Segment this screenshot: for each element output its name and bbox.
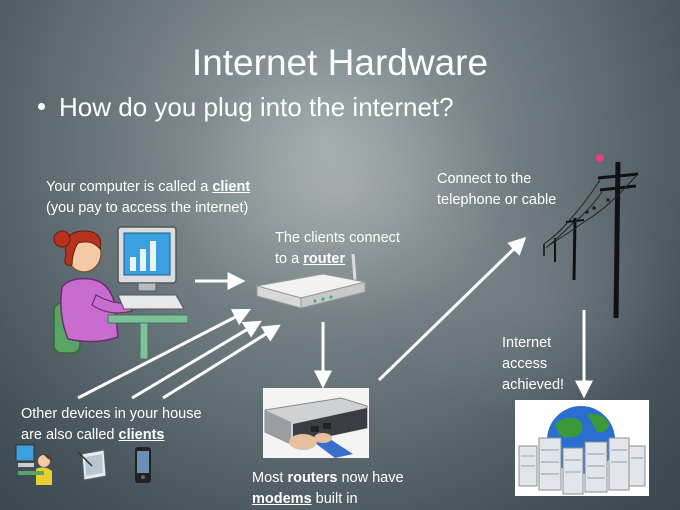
modem-to-pole-arrow <box>377 236 527 382</box>
internet-caption-line1: Internet <box>502 335 552 351</box>
devices-caption: Other devices in your house are also cal… <box>21 404 202 446</box>
router-caption-line1: The clients connect <box>275 230 400 246</box>
telephone-caption-line2: telephone or cable <box>437 192 557 208</box>
client-caption-line2: (you pay to access the internet) <box>46 200 249 216</box>
server-globe-icon <box>515 400 649 496</box>
devices-caption-line1: Other devices in your house <box>21 406 202 422</box>
internet-caption-line3: achieved! <box>502 377 565 393</box>
tablet-icon <box>77 449 107 481</box>
internet-caption: Internet access achieved! <box>502 333 564 396</box>
slide-bullet: How do you plug into the internet? <box>38 92 454 123</box>
modems-term: modems <box>252 491 312 507</box>
device-arrow-1 <box>77 308 252 400</box>
device-arrow-2 <box>131 320 262 400</box>
modem-caption-line2: modems built in <box>252 489 404 510</box>
person-at-computer-icon <box>53 226 188 360</box>
router-term: router <box>303 251 346 267</box>
client-caption: Your computer is called a client (you pa… <box>46 177 250 219</box>
devices-caption-text: are also called <box>21 427 119 443</box>
telephone-caption-line1: Connect to the <box>437 171 532 187</box>
router-caption: The clients connect to a router <box>275 228 400 270</box>
bullet-dot <box>38 102 45 110</box>
telephone-caption: Connect to the telephone or cable <box>437 169 556 211</box>
router-caption-line2: to a router <box>275 249 400 270</box>
clients-term: clients <box>118 427 165 443</box>
router-caption-text: to a <box>275 251 304 267</box>
client-term: client <box>212 179 251 195</box>
phone-icon <box>135 447 151 483</box>
client-caption-line1: Your computer is called a client <box>46 177 250 198</box>
modem-caption: Most routers now have modems built in <box>252 468 404 510</box>
background-haze <box>170 60 510 320</box>
device-arrow-3 <box>162 324 281 400</box>
devices-caption-line2: are also called clients <box>21 425 202 446</box>
slide-title: Internet Hardware <box>191 42 489 83</box>
internet-caption-line2: access <box>502 356 548 372</box>
small-computer-user-icon <box>15 444 52 485</box>
modem-caption-text: built in <box>311 491 358 507</box>
modem-caption-line1: Most routers now have <box>252 468 404 489</box>
modem-caption-text: Most <box>252 470 288 486</box>
bullet-text: How do you plug into the internet? <box>59 92 454 122</box>
background-haze <box>380 180 680 420</box>
telephone-pole-icon <box>543 154 639 319</box>
modem-icon <box>263 388 369 458</box>
router-icon <box>256 253 366 309</box>
routers-term: routers <box>287 470 338 486</box>
modem-caption-text: now have <box>337 470 404 486</box>
client-caption-text: Your computer is called a <box>46 179 213 195</box>
